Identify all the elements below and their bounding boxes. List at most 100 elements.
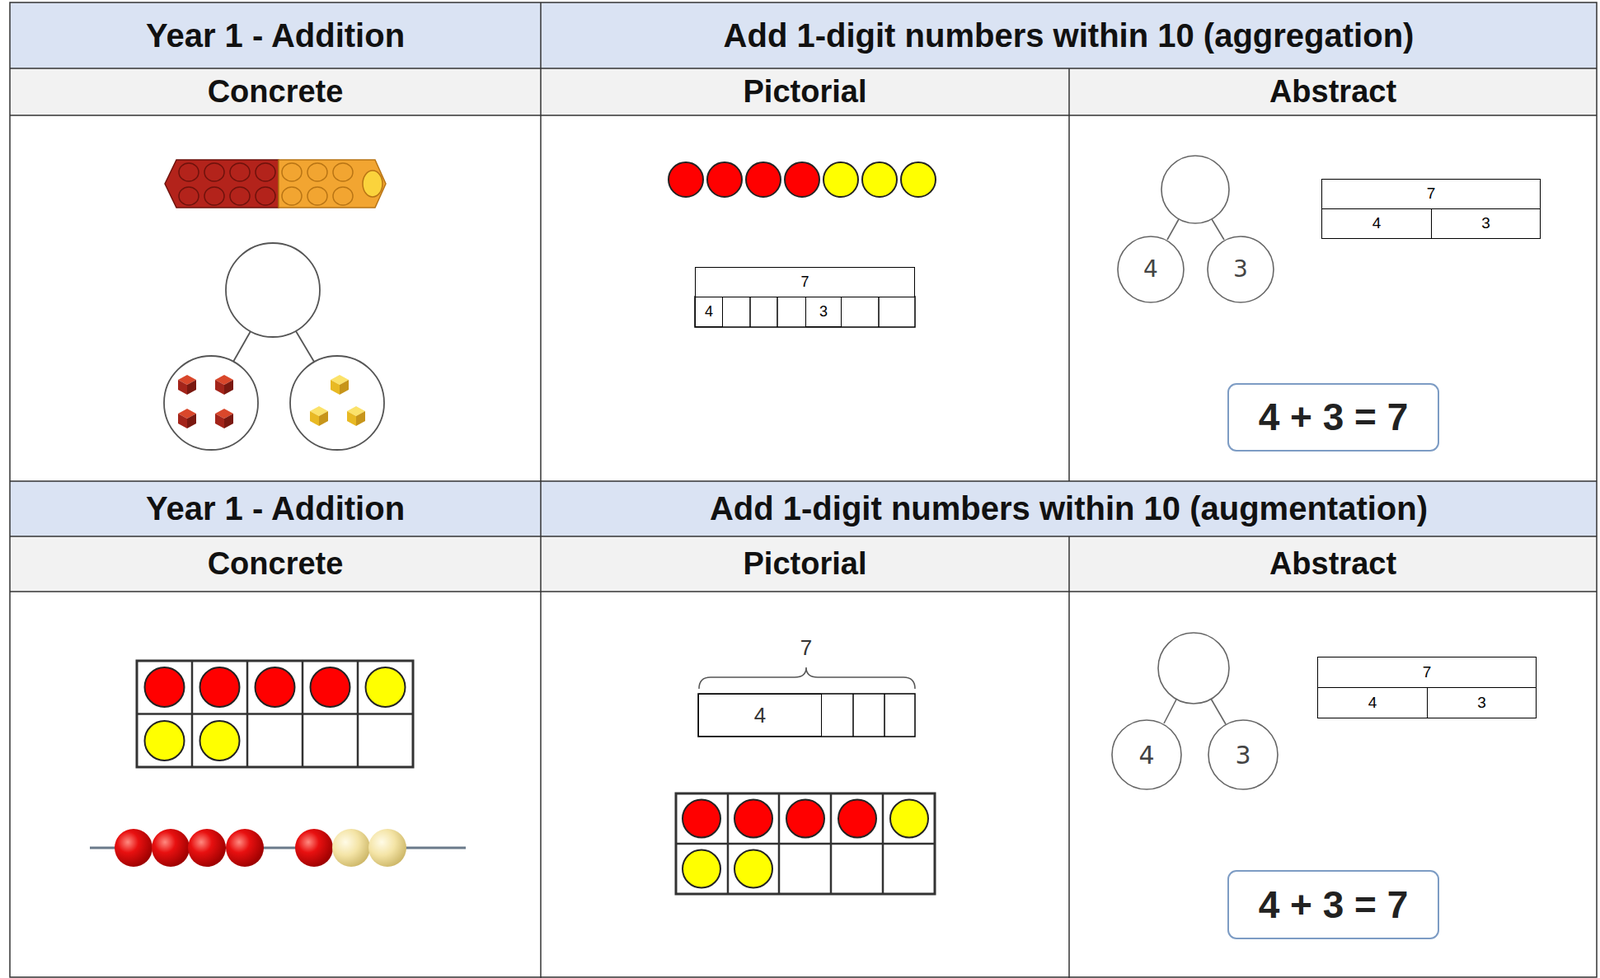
- bar-cell: 4: [1317, 687, 1428, 719]
- equation-text: 4 + 3 = 7: [1258, 396, 1409, 439]
- section-title: Add 1-digit numbers within 10 (augmentat…: [709, 490, 1428, 528]
- circle-shape: [1207, 236, 1274, 303]
- whole-circle: [1161, 155, 1230, 224]
- brace: [699, 667, 915, 690]
- column-heading-cell: Abstract: [1069, 536, 1597, 592]
- frame-counters: [145, 667, 406, 761]
- yellow-counter: [890, 800, 929, 839]
- red-counter: [682, 800, 721, 839]
- part-circle: [290, 356, 385, 451]
- red-bead: [151, 829, 190, 868]
- red-counter: [746, 162, 781, 198]
- red-counter: [255, 667, 296, 708]
- cube-ovals: [178, 163, 276, 206]
- number-text: 4: [704, 304, 714, 321]
- grid-line: [1068, 68, 1070, 482]
- red-counter: [786, 800, 825, 839]
- frame-line: [882, 793, 885, 895]
- column-heading: Concrete: [207, 74, 344, 110]
- part-circle: 3: [1207, 719, 1279, 791]
- yellow-counter: [682, 850, 721, 889]
- grid-line: [9, 67, 1597, 70]
- red-cube: [215, 375, 234, 395]
- number-text: 3: [1481, 215, 1491, 233]
- whole-circle: [1158, 633, 1230, 704]
- frame-line: [246, 661, 249, 768]
- cube-oval: [229, 163, 250, 182]
- part-whole-line: [1211, 219, 1225, 240]
- part-whole-line: [233, 331, 251, 362]
- yellow-cube: [347, 406, 366, 427]
- red-counter: [668, 162, 704, 198]
- red-counter: [734, 800, 773, 839]
- part-circle: 3: [1206, 235, 1275, 304]
- yellow-counter: [200, 721, 240, 761]
- bar-model: [694, 296, 915, 328]
- frame-border: [136, 661, 413, 768]
- part-circle: [164, 356, 259, 451]
- ten-frame: [675, 793, 935, 895]
- part-whole-model: [1158, 633, 1230, 725]
- red-bead: [295, 829, 334, 868]
- bar-divider: [877, 296, 880, 328]
- bar-divider: [776, 296, 779, 328]
- grid-line: [9, 114, 1597, 117]
- section-title-cell: Year 1 - Addition: [9, 481, 541, 537]
- bar-cell: 3: [805, 296, 842, 328]
- total-label-cell: 7: [789, 633, 823, 663]
- yellow-counter: [862, 162, 897, 198]
- frame-line: [136, 713, 413, 716]
- red-bead: [225, 829, 264, 868]
- cube-oval: [281, 187, 302, 206]
- cube-oval: [178, 187, 199, 206]
- red-counter: [784, 162, 820, 198]
- cube-oval: [333, 187, 353, 206]
- grid-line: [9, 535, 1597, 538]
- frame-line: [301, 661, 305, 768]
- grid-line: [539, 2, 542, 978]
- red-counter: [200, 667, 240, 708]
- red-cube: [215, 408, 234, 429]
- frame-lines: [675, 793, 935, 895]
- number-text: 4: [1138, 741, 1155, 770]
- column-heading-cell: Concrete: [9, 536, 541, 592]
- cube-oval: [281, 163, 302, 182]
- cube-oval: [204, 163, 225, 182]
- cube-oval: [307, 187, 328, 206]
- header-band: [9, 481, 1597, 537]
- ten-frame: [136, 661, 413, 768]
- frame-line: [675, 843, 935, 846]
- cube-oval: [178, 163, 199, 182]
- cube-oval: [307, 163, 328, 182]
- frame-line: [191, 661, 194, 768]
- equation-text: 4 + 3 = 7: [1258, 884, 1409, 927]
- frame-line: [356, 661, 360, 768]
- part-whole-model: [1161, 155, 1230, 240]
- bar-cell: 7: [1321, 178, 1541, 210]
- header-band: [9, 2, 1597, 69]
- equation-box: 4 + 3 = 7: [1227, 870, 1440, 940]
- yellow-counter: [145, 721, 185, 761]
- column-heading: Abstract: [1269, 546, 1397, 582]
- number-text: 4: [1143, 257, 1159, 283]
- circle-shape: [1208, 720, 1278, 790]
- number-text: 7: [800, 274, 809, 291]
- grid-line: [9, 480, 1597, 483]
- part-whole-line: [1163, 699, 1177, 724]
- subheader-band: [9, 68, 1597, 116]
- frame-counters: [682, 800, 929, 889]
- red-counter: [838, 800, 877, 839]
- table-border: [9, 2, 1597, 978]
- number-text: 7: [1422, 664, 1432, 682]
- part-whole-model: [164, 243, 385, 451]
- frame-line: [778, 793, 781, 895]
- section-title-cell: Add 1-digit numbers within 10 (aggregati…: [540, 2, 1597, 69]
- cube-oval: [255, 187, 276, 206]
- part-whole-line: [1210, 699, 1226, 725]
- yellow-counter: [365, 667, 406, 708]
- section-title-cell: Add 1-digit numbers within 10 (augmentat…: [540, 481, 1597, 537]
- yellow-cubes: [278, 159, 386, 208]
- part-whole-line: [1167, 219, 1179, 240]
